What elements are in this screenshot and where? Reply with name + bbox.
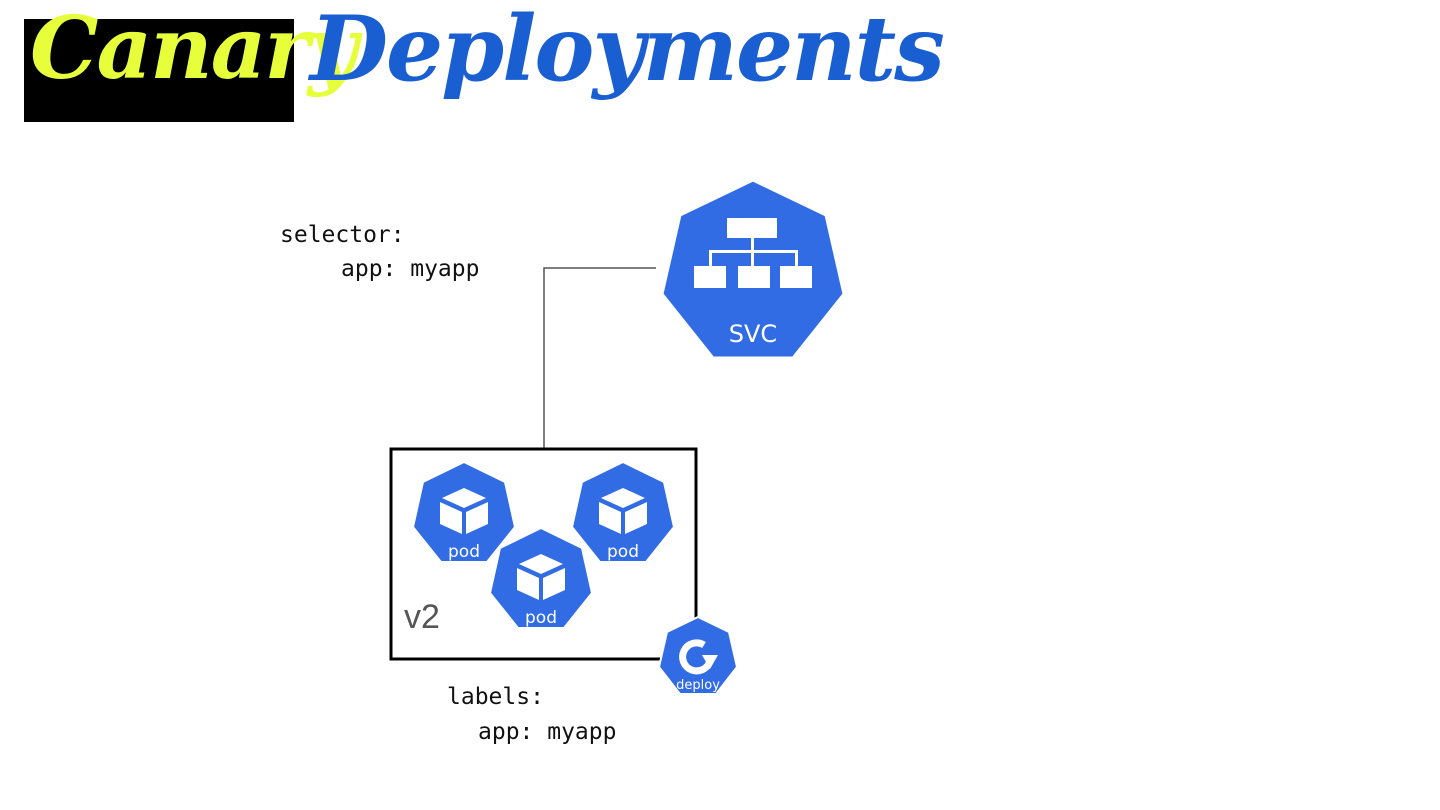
labels-value: app: myapp bbox=[478, 719, 617, 745]
pod-icon-2: pod bbox=[570, 460, 676, 563]
deploy-label: deploy bbox=[676, 678, 720, 693]
service-connector-line bbox=[543, 267, 656, 449]
pod-icon-3: pod bbox=[488, 526, 594, 629]
service-icon: SVC bbox=[660, 178, 846, 360]
refresh-icon bbox=[679, 639, 718, 675]
deploy-icon: deploy bbox=[657, 615, 739, 695]
pod-icon-1: pod bbox=[411, 460, 517, 563]
slide-title: Canary Deployments bbox=[0, 0, 1440, 150]
labels-key: labels: bbox=[447, 684, 544, 710]
title-highlight-box bbox=[24, 19, 294, 122]
cube-icon bbox=[517, 554, 565, 600]
version-label: v2 bbox=[404, 598, 440, 636]
deployment-box bbox=[389, 447, 698, 661]
service-label: SVC bbox=[729, 320, 777, 348]
cube-icon bbox=[599, 488, 647, 534]
pod-label-3: pod bbox=[525, 608, 557, 628]
cube-icon bbox=[440, 488, 488, 534]
pod-label-1: pod bbox=[448, 542, 480, 562]
selector-key: selector: bbox=[280, 222, 405, 248]
title-word-deployments: Deployments bbox=[310, 0, 945, 102]
title-word-canary: Canary bbox=[30, 0, 358, 99]
pod-label-2: pod bbox=[607, 542, 639, 562]
service-network-icon bbox=[694, 218, 812, 288]
selector-value: app: myapp bbox=[341, 256, 480, 282]
